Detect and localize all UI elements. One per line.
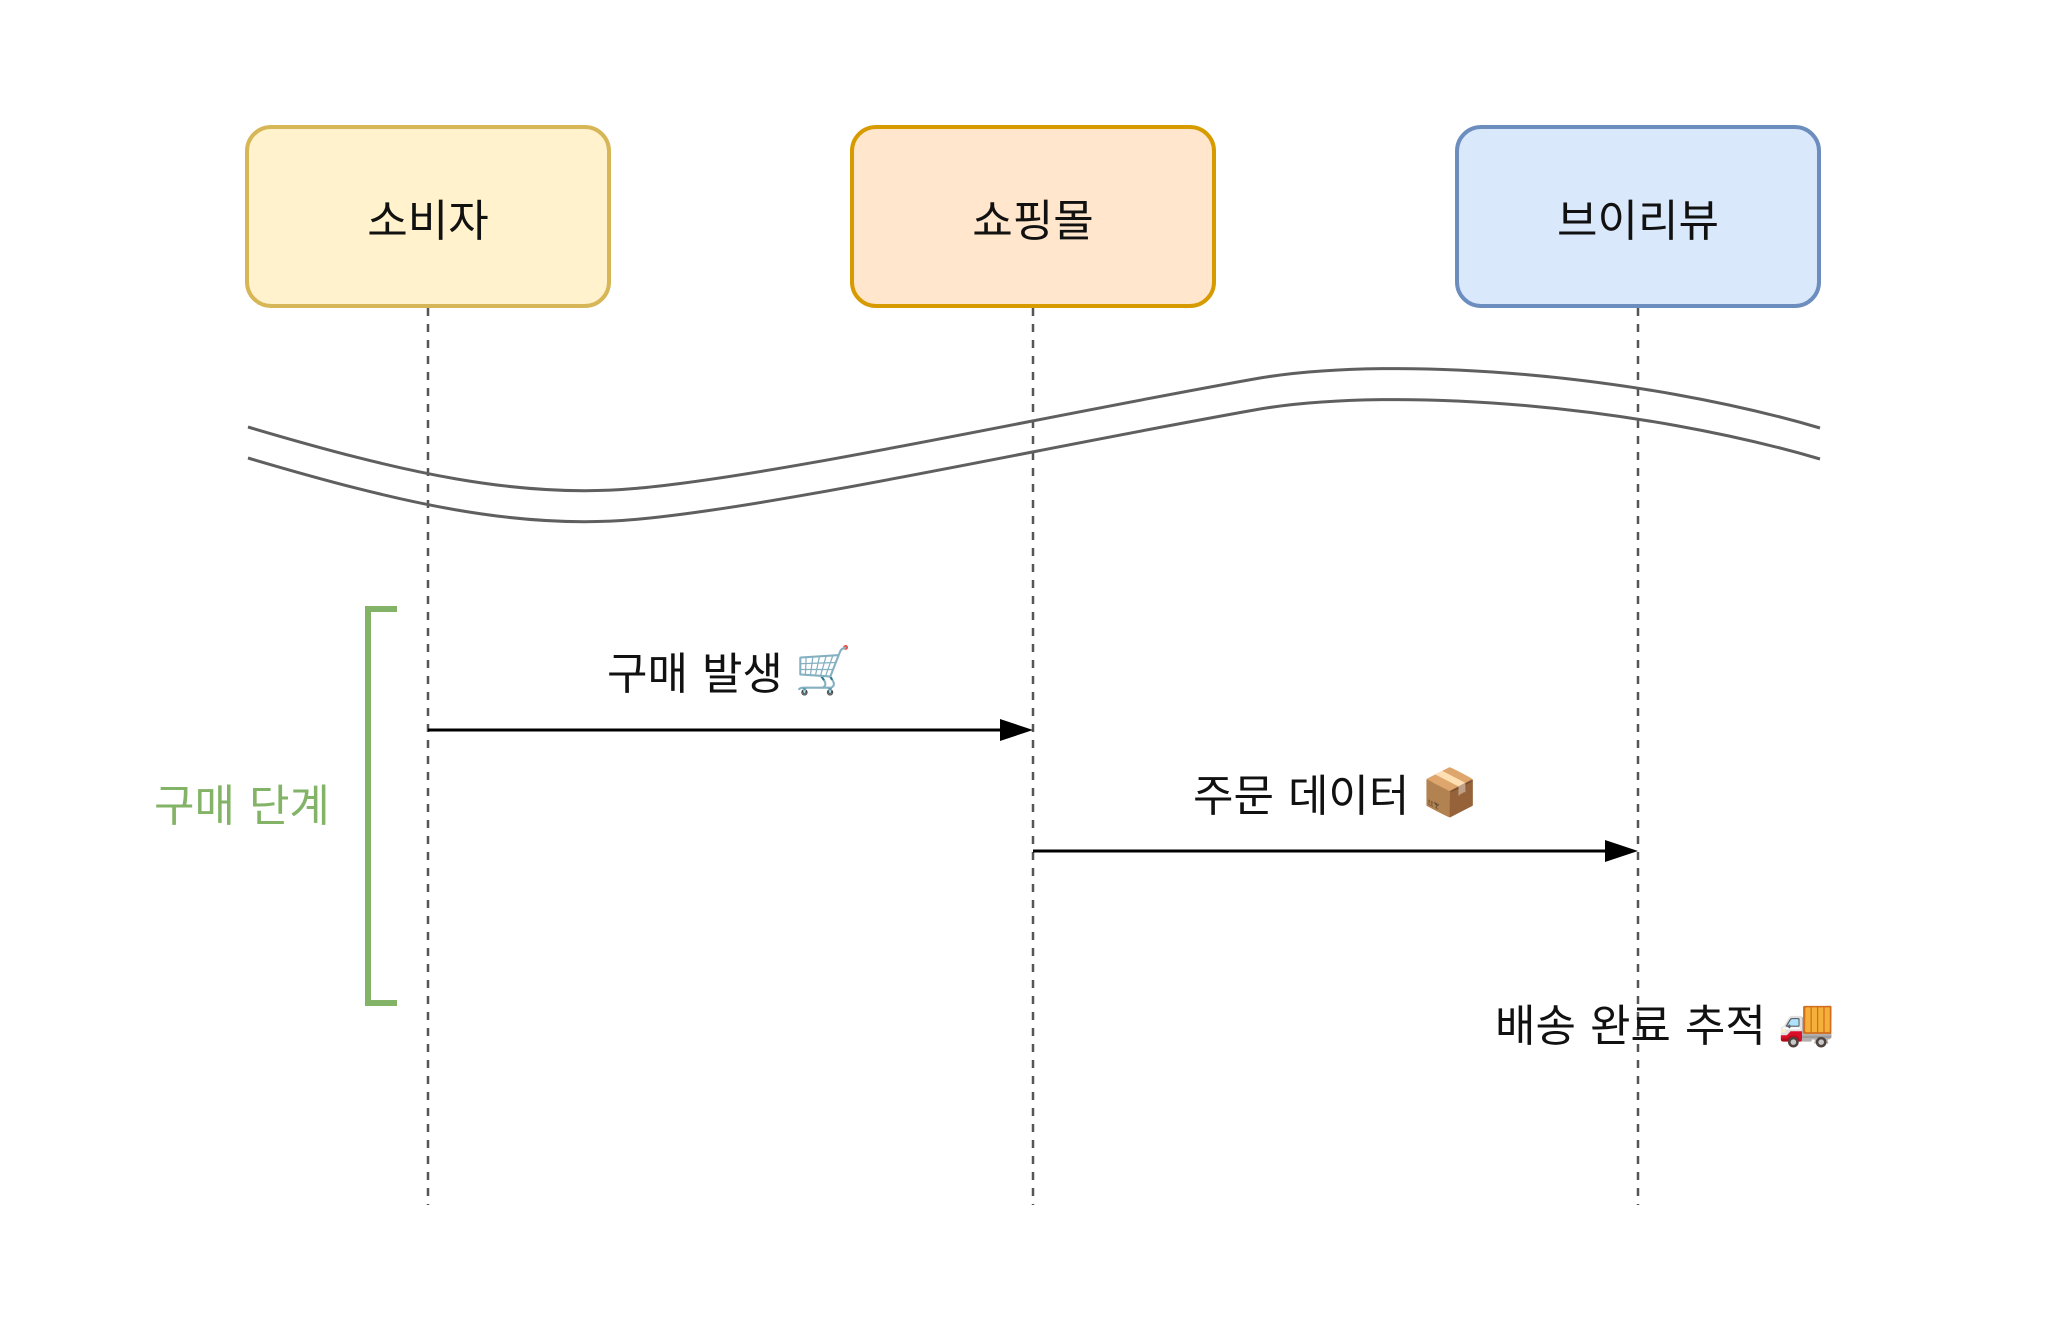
time-break-wave: [247, 367, 1821, 524]
phase-bracket: [365, 606, 397, 1006]
shopping-cart-icon: 🛒: [794, 642, 853, 697]
actor-shopping-mall: 쇼핑몰: [850, 125, 1216, 308]
phase-label: 구매 단계: [154, 781, 330, 832]
message-text-purchase: 구매 발생: [607, 649, 783, 700]
actor-vreview: 브이리뷰: [1455, 125, 1821, 308]
message-arrowhead-1: [1000, 719, 1033, 741]
actor-consumer: 소비자: [245, 125, 611, 308]
delivery-truck-icon: 🚚: [1777, 994, 1836, 1049]
actor-consumer-label: 소비자: [367, 195, 489, 247]
package-icon: 📦: [1421, 764, 1479, 819]
message-arrowhead-2: [1605, 840, 1638, 862]
wave-line-lower: [247, 398, 1821, 524]
actor-vreview-label: 브이리뷰: [1557, 195, 1719, 247]
message-label-order-data: 주문 데이터 📦: [1193, 762, 1479, 823]
message-label-purchase: 구매 발생 🛒: [607, 640, 853, 701]
wave-line-upper: [247, 367, 1821, 493]
message-text-order-data: 주문 데이터: [1193, 771, 1410, 822]
message-text-delivery-tracking: 배송 완료 추적: [1495, 1001, 1766, 1052]
actor-shopping-mall-label: 쇼핑몰: [972, 195, 1094, 247]
message-label-delivery-tracking: 배송 완료 추적 🚚: [1495, 992, 1836, 1053]
